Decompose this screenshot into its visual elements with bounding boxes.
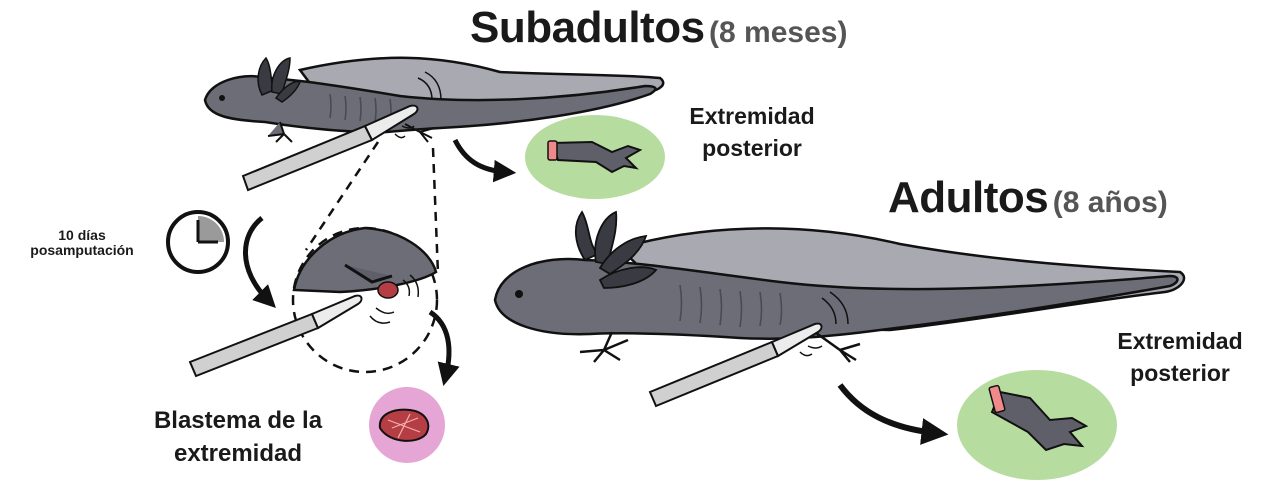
adult-front-leg xyxy=(580,332,628,362)
subadults-title-main: Subadultos xyxy=(470,3,705,52)
arrow-to-subadult-limb xyxy=(455,140,505,172)
time-point-label: 10 días posamputación xyxy=(2,228,162,258)
subadult-eye xyxy=(219,95,225,101)
blastema-zoom-circle xyxy=(293,228,437,372)
blastema-tissue-icon xyxy=(380,410,428,441)
clock-icon xyxy=(168,212,228,272)
arrow-time xyxy=(245,218,268,300)
subadult-limb-label-line1: Extremidad xyxy=(666,100,838,132)
adult-cut-marks xyxy=(800,346,822,356)
time-point-line2: posamputación xyxy=(2,243,162,258)
subadults-title: Subadultos (8 meses) xyxy=(470,3,847,53)
subadult-limb-label-line2: posterior xyxy=(666,132,838,164)
adults-title-main: Adultos xyxy=(888,173,1048,222)
adult-limb-label-line1: Extremidad xyxy=(1090,325,1270,357)
subadult-limb-label: Extremidad posterior xyxy=(666,100,838,164)
adults-title: Adultos (8 años) xyxy=(888,173,1168,223)
blastema-label: Blastema de la extremidad xyxy=(118,404,358,470)
arrow-to-adult-limb xyxy=(840,385,935,433)
blastema-label-line2: extremidad xyxy=(118,437,358,470)
time-point-line1: 10 días xyxy=(2,228,162,243)
adult-limb-label: Extremidad posterior xyxy=(1090,325,1270,389)
adult-axolotl xyxy=(495,212,1184,406)
adult-eye xyxy=(515,290,523,298)
adult-limb-label-line2: posterior xyxy=(1090,357,1270,389)
blastema-label-line1: Blastema de la xyxy=(118,404,358,437)
subadults-title-age: (8 meses) xyxy=(709,16,847,49)
adults-title-age: (8 años) xyxy=(1053,186,1168,219)
